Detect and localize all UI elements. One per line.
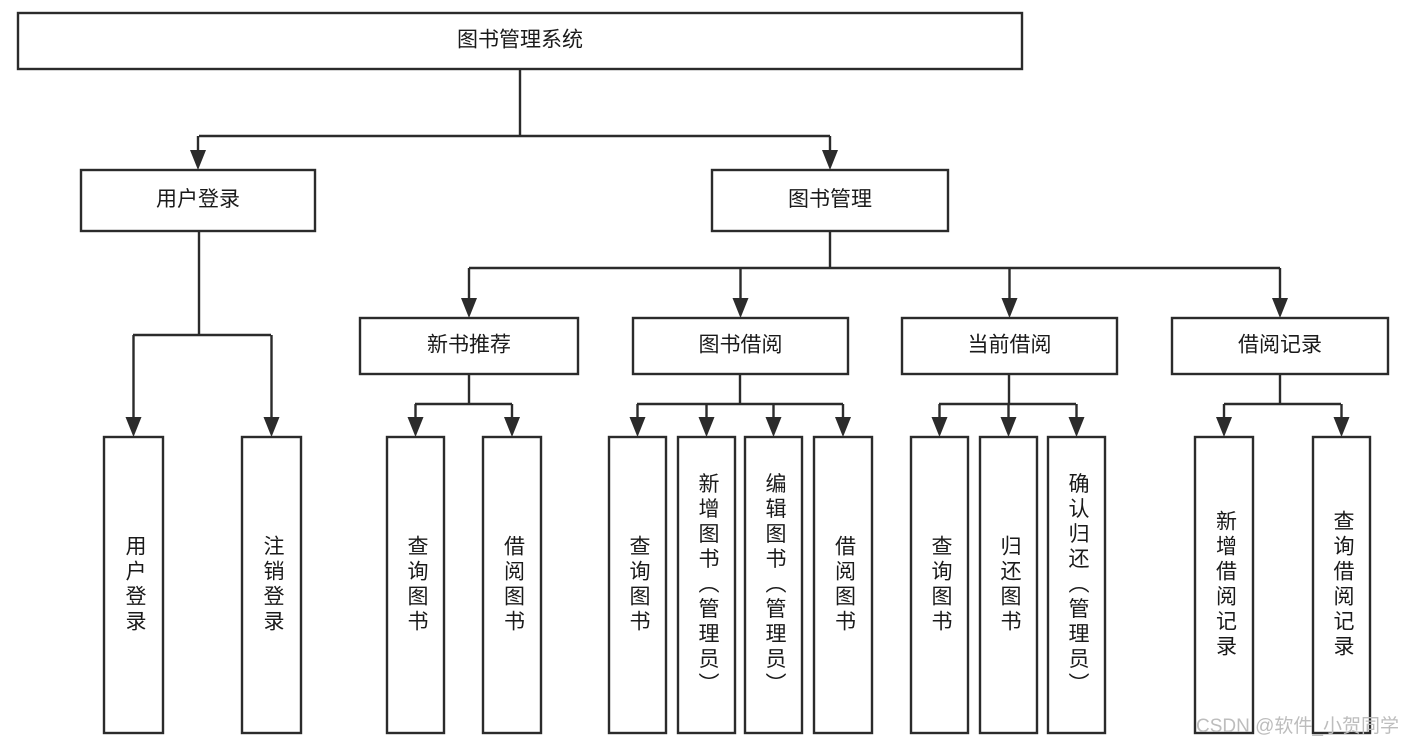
arrow-down-icon-root-1 [822,150,838,170]
node-leaf-图书借阅-借阅图书-label: 借阅图书 [832,535,856,635]
arrow-down-icon-borrow-book-2 [765,417,782,437]
node-level2-图书管理-label: 图书管理 [788,188,872,211]
node-leaf-用户登录-注销登录-rect[interactable] [240,435,303,735]
arrow-down-icon-borrow-record-0 [1216,417,1232,437]
node-leaf-图书借阅-借阅图书-rect[interactable] [812,435,874,735]
arrow-down-icon-user-login-1 [263,417,280,437]
arrow-down-icon-book-manage-0 [461,298,477,318]
node-level3-当前借阅[interactable]: 当前借阅 [900,316,1119,376]
node-level3-当前借阅-label: 当前借阅 [968,334,1052,357]
arrow-down-icon-root-0 [190,150,206,170]
node-level3-图书借阅-rect[interactable] [631,316,850,376]
node-leaf-当前借阅-归还图书[interactable]: 归还图书 [978,435,1039,735]
node-root-图书管理系统-rect[interactable] [16,11,1024,71]
node-leaf-用户登录-注销登录-label: 注销登录 [261,535,285,635]
node-leaf-用户登录-注销登录[interactable]: 注销登录 [240,435,303,735]
node-leaf-借阅记录-查询借阅记录-rect[interactable] [1311,435,1372,735]
node-leaf-图书借阅-编辑图书管理员[interactable]: 编辑图书（管理员） [743,435,804,735]
node-level3-借阅记录-label: 借阅记录 [1238,334,1322,357]
node-leaf-图书借阅-编辑图书管理员-label: 编辑图书（管理员） [763,473,787,698]
node-leaf-当前借阅-确认归还管理员-label: 确认归还（管理员） [1066,473,1090,698]
node-leaf-图书借阅-查询图书-label: 查询图书 [627,535,651,635]
node-leaf-用户登录-用户登录-label: 用户登录 [123,535,147,635]
node-leaf-图书借阅-查询图书[interactable]: 查询图书 [607,435,668,735]
arrow-down-icon-new-book-1 [504,417,520,437]
node-level3-图书借阅[interactable]: 图书借阅 [631,316,850,376]
arrow-down-icon-book-manage-3 [1272,298,1288,318]
node-leaf-图书借阅-新增图书管理员-label: 新增图书（管理员） [696,473,720,698]
node-leaf-图书借阅-借阅图书[interactable]: 借阅图书 [812,435,874,735]
arrow-down-icon-borrow-book-0 [629,417,646,437]
node-leaf-新书推荐-查询图书-label: 查询图书 [405,535,429,635]
arrow-down-icon-borrow-record-1 [1333,417,1350,437]
arrow-down-icon-user-login-0 [125,417,142,437]
node-leaf-当前借阅-归还图书-rect[interactable] [978,435,1039,735]
node-leaf-用户登录-用户登录[interactable]: 用户登录 [102,435,165,735]
node-level2-图书管理-rect[interactable] [710,168,950,233]
node-level2-用户登录-rect[interactable] [79,168,317,233]
node-leaf-借阅记录-新增借阅记录-label: 新增借阅记录 [1213,510,1237,660]
node-level3-借阅记录[interactable]: 借阅记录 [1170,316,1390,376]
node-leaf-当前借阅-确认归还管理员-rect[interactable] [1046,435,1107,735]
node-leaf-借阅记录-新增借阅记录-rect[interactable] [1193,435,1255,735]
arrow-down-icon-current-borrow-2 [1068,417,1085,437]
node-leaf-新书推荐-查询图书[interactable]: 查询图书 [385,435,446,735]
node-leaf-借阅记录-查询借阅记录-label: 查询借阅记录 [1331,510,1355,660]
node-leaf-图书借阅-编辑图书管理员-rect[interactable] [743,435,804,735]
node-level2-用户登录[interactable]: 用户登录 [79,168,317,233]
csdn-watermark: CSDN @软件_小贺同学 [1196,715,1399,737]
arrow-down-icon-current-borrow-0 [931,417,948,437]
arrow-down-icon-book-manage-2 [1001,298,1018,318]
node-level2-图书管理[interactable]: 图书管理 [710,168,950,233]
node-leaf-当前借阅-查询图书-rect[interactable] [909,435,970,735]
node-leaf-新书推荐-借阅图书[interactable]: 借阅图书 [481,435,543,735]
node-leaf-新书推荐-查询图书-rect[interactable] [385,435,446,735]
node-leaf-当前借阅-确认归还管理员[interactable]: 确认归还（管理员） [1046,435,1107,735]
node-level3-新书推荐-label: 新书推荐 [427,334,511,357]
connector-layer [125,69,1350,437]
node-leaf-当前借阅-查询图书[interactable]: 查询图书 [909,435,970,735]
node-layer: 图书管理系统用户登录图书管理新书推荐图书借阅当前借阅借阅记录用户登录注销登录查询… [16,11,1390,735]
node-leaf-新书推荐-借阅图书-label: 借阅图书 [501,535,525,635]
node-leaf-图书借阅-新增图书管理员-rect[interactable] [676,435,737,735]
node-leaf-借阅记录-新增借阅记录[interactable]: 新增借阅记录 [1193,435,1255,735]
node-leaf-用户登录-用户登录-rect[interactable] [102,435,165,735]
node-root-图书管理系统-label: 图书管理系统 [457,29,583,52]
node-level2-用户登录-label: 用户登录 [156,188,240,211]
node-leaf-当前借阅-归还图书-label: 归还图书 [998,535,1022,635]
arrow-down-icon-current-borrow-1 [1000,417,1017,437]
node-leaf-借阅记录-查询借阅记录[interactable]: 查询借阅记录 [1311,435,1372,735]
arrow-down-icon-borrow-book-1 [698,417,715,437]
node-leaf-当前借阅-查询图书-label: 查询图书 [929,535,953,635]
node-leaf-图书借阅-新增图书管理员[interactable]: 新增图书（管理员） [676,435,737,735]
arrow-down-icon-new-book-0 [407,417,424,437]
node-level3-借阅记录-rect[interactable] [1170,316,1390,376]
arrow-down-icon-borrow-book-3 [835,417,851,437]
node-level3-当前借阅-rect[interactable] [900,316,1119,376]
node-level3-图书借阅-label: 图书借阅 [699,334,783,357]
arrow-down-icon-book-manage-1 [732,298,749,318]
node-leaf-图书借阅-查询图书-rect[interactable] [607,435,668,735]
node-root-图书管理系统[interactable]: 图书管理系统 [16,11,1024,71]
node-level3-新书推荐-rect[interactable] [358,316,580,376]
node-level3-新书推荐[interactable]: 新书推荐 [358,316,580,376]
node-leaf-新书推荐-借阅图书-rect[interactable] [481,435,543,735]
